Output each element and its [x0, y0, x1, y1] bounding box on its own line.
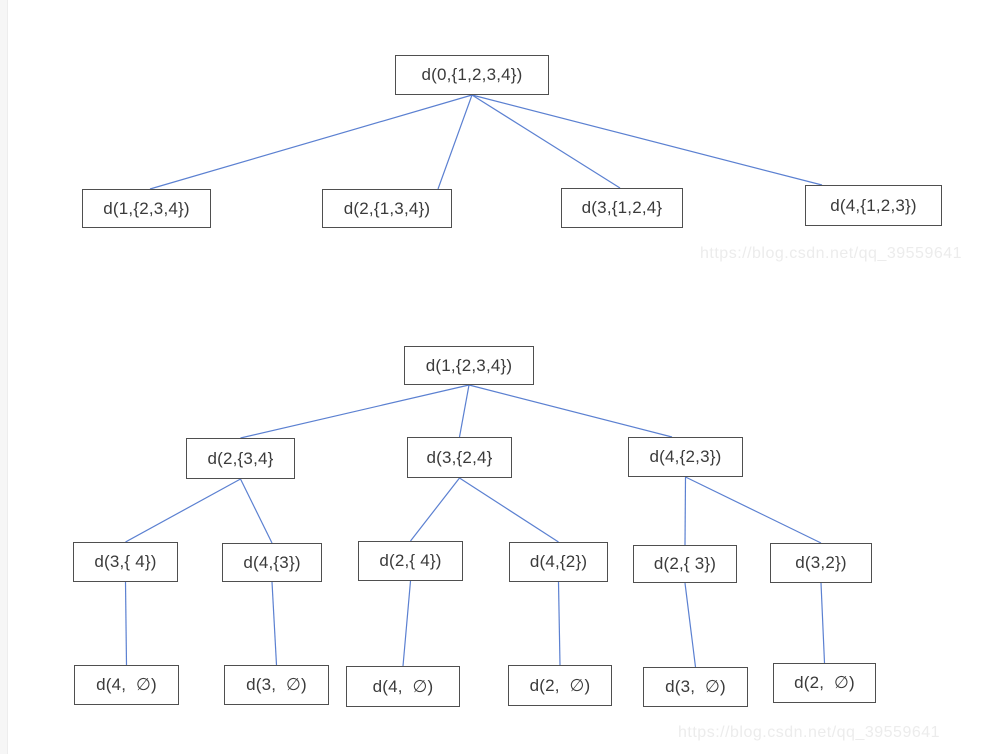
tree-node-t1_c4: d(4,{1,2,3}): [805, 185, 942, 226]
tree-edge-t2_root-t2_c: [468, 384, 673, 438]
tree-node-t2_c: d(4,{2,3}): [628, 437, 743, 477]
tree-edge-t2_b1-t2_b1x: [402, 580, 412, 667]
tree-edge-t2_root-t2_a: [240, 384, 470, 439]
tree-edge-t2_c-t2_c2: [685, 476, 822, 544]
tree-edge-t1_root-t1_c3: [471, 94, 621, 189]
tree-node-t2_c1: d(2,{ 3}): [633, 545, 737, 583]
tree-edge-t1_root-t1_c4: [471, 94, 823, 186]
tree-node-t2_a2: d(4,{3}): [222, 543, 322, 582]
tree-edge-t2_a-t2_a1: [125, 478, 241, 543]
tree-node-t2_b2x: d(2, ∅): [508, 665, 612, 706]
tree-node-t1_c3: d(3,{1,2,4}: [561, 188, 683, 228]
tree-edge-t1_root-t1_c2: [437, 94, 473, 190]
tree-node-t1_c2: d(2,{1,3,4}): [322, 189, 452, 228]
tree-node-t2_a: d(2,{3,4}: [186, 438, 295, 479]
tree-edge-t2_c-t2_c1: [684, 476, 687, 546]
tree-edge-t2_b-t2_b2: [459, 477, 559, 543]
watermark-text: https://blog.csdn.net/qq_39559641: [678, 724, 941, 741]
tree-node-t2_b: d(3,{2,4}: [407, 437, 512, 478]
tree-edge-t2_c2-t2_c2x: [820, 582, 826, 664]
tree-edge-t2_b-t2_b1: [410, 477, 460, 542]
tree-node-t2_c1x: d(3, ∅): [643, 667, 748, 707]
tree-edge-t2_root-t2_b: [458, 384, 470, 438]
tree-node-t2_a1x: d(4, ∅): [74, 665, 179, 705]
tree-edge-t1_root-t1_c1: [149, 94, 473, 190]
tree-node-t2_b1: d(2,{ 4}): [358, 541, 463, 581]
tree-edge-t2_b2-t2_b2x: [557, 581, 561, 666]
tree-node-t2_a1: d(3,{ 4}): [73, 542, 178, 582]
left-edge-strip: [0, 0, 8, 754]
tree-node-t2_b1x: d(4, ∅): [346, 666, 460, 707]
tree-node-t2_c2: d(3,2}): [770, 543, 872, 583]
tree-node-t1_root: d(0,{1,2,3,4}): [395, 55, 549, 95]
tree-node-t2_root: d(1,{2,3,4}): [404, 346, 534, 385]
tree-edge-t2_a1-t2_a1x: [124, 581, 128, 666]
tree-node-t2_a2x: d(3, ∅): [224, 665, 329, 705]
tree-node-t2_b2: d(4,{2}): [509, 542, 608, 582]
tree-node-t1_c1: d(1,{2,3,4}): [82, 189, 211, 228]
tree-edge-t2_a-t2_a2: [239, 478, 273, 544]
tree-node-t2_c2x: d(2, ∅): [773, 663, 876, 703]
tree-edge-t2_c1-t2_c1x: [684, 582, 697, 668]
watermark-text: https://blog.csdn.net/qq_39559641: [700, 245, 963, 262]
tree-edge-t2_a2-t2_a2x: [271, 581, 278, 666]
